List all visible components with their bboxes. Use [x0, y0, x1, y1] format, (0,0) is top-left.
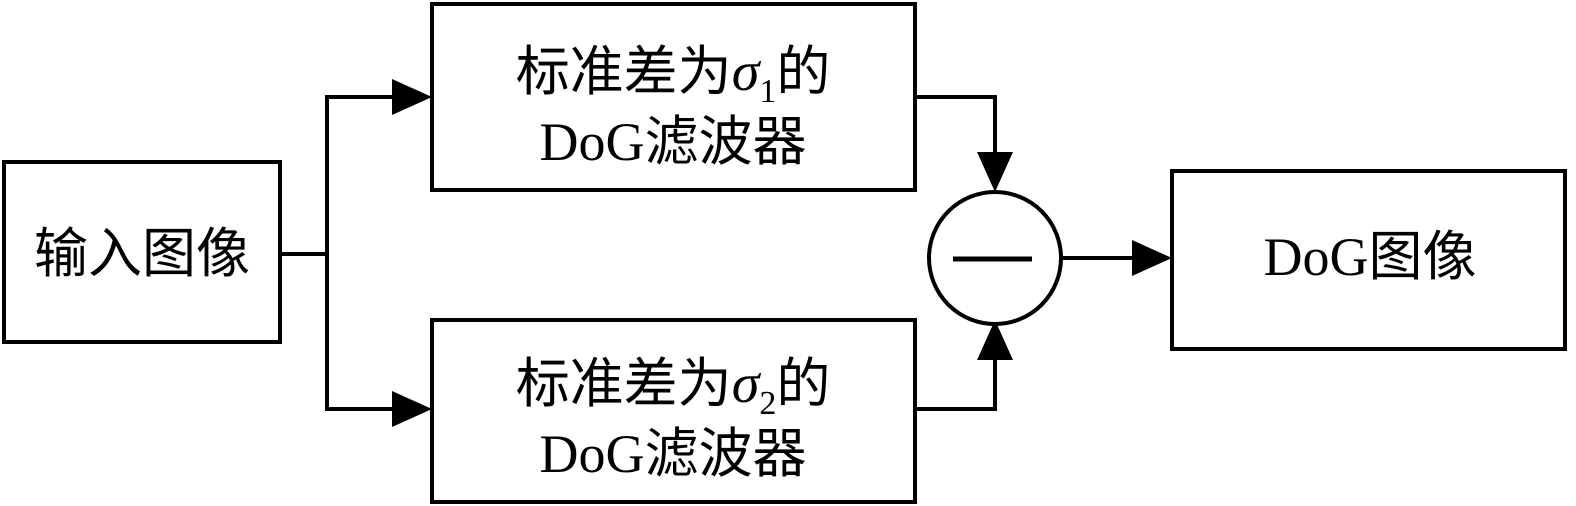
- filter2-line1: 标准差为σ2的: [516, 352, 831, 422]
- output-label: DoG图像: [1264, 225, 1477, 288]
- arrow-to-output: [1132, 240, 1172, 276]
- dog-image-output-box: DoG图像: [1170, 169, 1567, 351]
- dog-filter-sigma2-box: 标准差为σ2的 DoG滤波器: [430, 318, 917, 504]
- connectors: [280, 79, 1172, 427]
- arrow-filter1-to-subtract: [977, 152, 1013, 192]
- filter2-line2: DoG滤波器: [540, 422, 807, 485]
- arrow-to-filter1: [392, 79, 432, 115]
- arrow-to-filter2: [392, 391, 432, 427]
- filter1-line2: DoG滤波器: [540, 110, 807, 173]
- wire-filter2-to-subtract: [915, 354, 997, 411]
- dog-filter-sigma1-box: 标准差为σ1的 DoG滤波器: [430, 2, 917, 192]
- arrow-filter2-to-subtract: [977, 320, 1013, 360]
- input-image-label: 输入图像: [34, 222, 250, 285]
- wire-filter1-to-subtract: [915, 95, 997, 156]
- filter1-line1: 标准差为σ1的: [516, 40, 831, 110]
- subtract-operator: [927, 190, 1063, 326]
- input-image-box: 输入图像: [2, 160, 282, 344]
